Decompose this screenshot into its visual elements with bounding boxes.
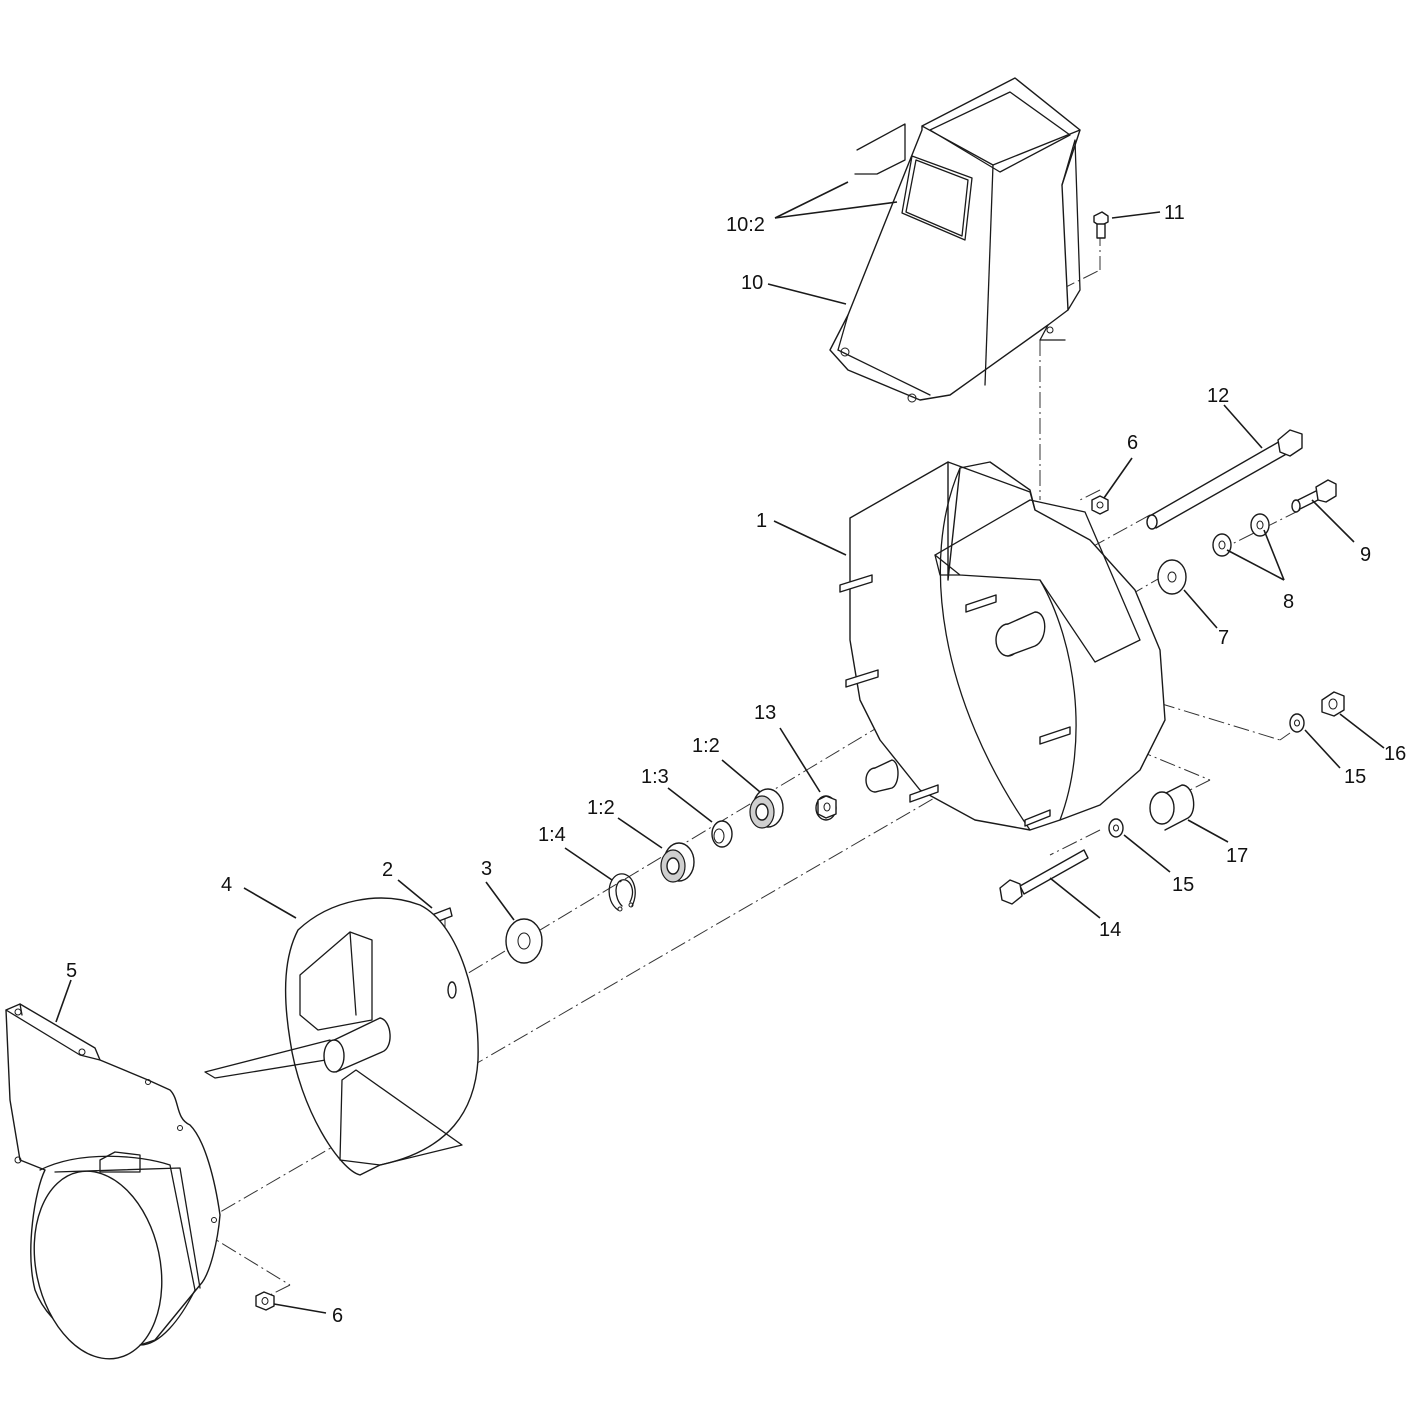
blower-housing — [839, 461, 1166, 831]
callout-9: 9 — [1360, 544, 1371, 566]
callout-14: 14 — [1099, 919, 1121, 941]
callout-15-upper: 15 — [1344, 766, 1366, 788]
discharge-chute — [829, 77, 1081, 403]
washer-15-lower — [1108, 818, 1124, 838]
spacer-17 — [1149, 784, 1195, 831]
ring-1-3 — [711, 820, 733, 848]
nut-16 — [1321, 691, 1345, 717]
leader-lines — [55, 181, 1385, 1314]
callout-1: 1 — [756, 510, 767, 532]
callout-6-lower: 6 — [332, 1305, 343, 1327]
callout-16: 16 — [1384, 743, 1406, 765]
bolt-9 — [1291, 479, 1337, 513]
snap-ring-1-4 — [608, 873, 636, 912]
washer-3 — [505, 918, 543, 964]
callout-2: 2 — [382, 859, 393, 881]
callout-labels: 10:2 10 11 12 6 1 9 8 7 16 15 17 15 14 1… — [66, 202, 1406, 1327]
washer-7 — [1157, 559, 1187, 595]
callout-4: 4 — [221, 874, 232, 896]
callout-5: 5 — [66, 960, 77, 982]
callout-17: 17 — [1226, 845, 1248, 867]
callout-11: 11 — [1164, 202, 1185, 224]
bolt-11 — [1093, 211, 1109, 239]
callout-6-upper: 6 — [1127, 432, 1138, 454]
bearing-1-2-lower — [660, 842, 695, 883]
flange-nut-13 — [815, 795, 837, 821]
callout-1-2-upper: 1:2 — [692, 735, 720, 757]
bolt-14 — [999, 849, 1089, 905]
callout-1-3: 1:3 — [641, 766, 669, 788]
washer-15-upper — [1289, 713, 1305, 733]
nut-6-lower — [255, 1291, 275, 1311]
callout-8: 8 — [1283, 591, 1294, 613]
callout-13: 13 — [754, 702, 776, 724]
callout-3: 3 — [481, 858, 492, 880]
callout-15-lower: 15 — [1172, 874, 1194, 896]
callout-7: 7 — [1218, 627, 1229, 649]
callout-12: 12 — [1207, 385, 1229, 407]
callout-1-2-lower: 1:2 — [587, 797, 615, 819]
callout-10-2: 10:2 — [726, 214, 765, 236]
bearing-1-2-upper — [749, 788, 784, 829]
callout-1-4: 1:4 — [538, 824, 566, 846]
bolt-12 — [1146, 429, 1303, 530]
blower-outlet-housing — [5, 1003, 221, 1360]
impeller — [204, 897, 479, 1176]
washers-8 — [1212, 513, 1270, 557]
nut-6-upper — [1091, 495, 1109, 515]
callout-10: 10 — [741, 272, 763, 294]
